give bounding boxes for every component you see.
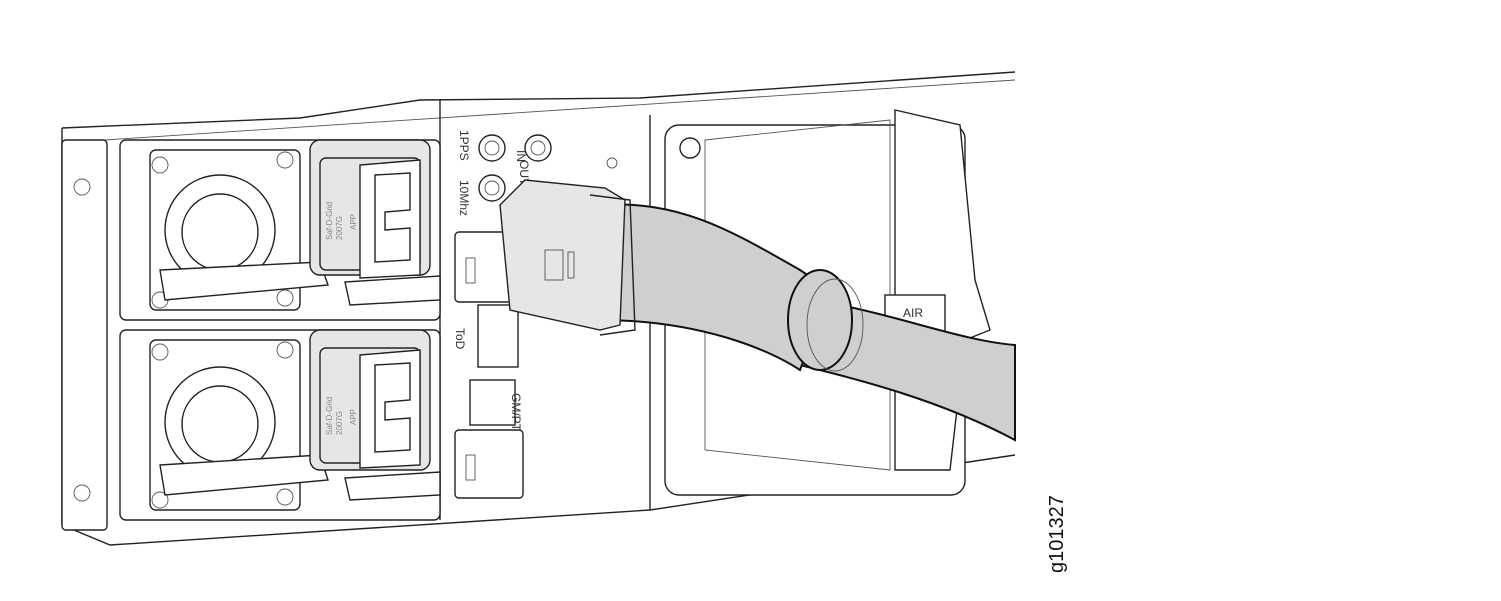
label-tod: ToD <box>453 328 467 350</box>
psu-app-label: APP <box>349 214 358 230</box>
psu-app-label-2: APP <box>349 409 358 425</box>
sfp-dust-cover-bottom <box>454 429 524 499</box>
label-in: IN <box>514 150 528 162</box>
psu-brand-label-2: Saf-D-Grid <box>325 397 334 435</box>
label-air: AIR <box>903 306 923 320</box>
power-cable <box>499 179 1016 442</box>
label-10mhz: 10Mhz <box>457 180 471 216</box>
label-gm-pt: GM/PT <box>509 393 523 432</box>
label-1pps: 1PPS <box>457 130 471 161</box>
psu-brand-label: Saf-D-Grid <box>325 202 334 240</box>
power-supply-bottom: Saf-D-Grid 2007G APP <box>119 329 441 521</box>
psu-model-label: 2007G <box>335 216 344 240</box>
label-out: OUT <box>517 160 531 186</box>
psu-model-label-2: 2007G <box>335 411 344 435</box>
power-supply-top: Saf-D-Grid 2007G APP <box>119 139 441 321</box>
figure-id: g101327 <box>1046 495 1068 573</box>
